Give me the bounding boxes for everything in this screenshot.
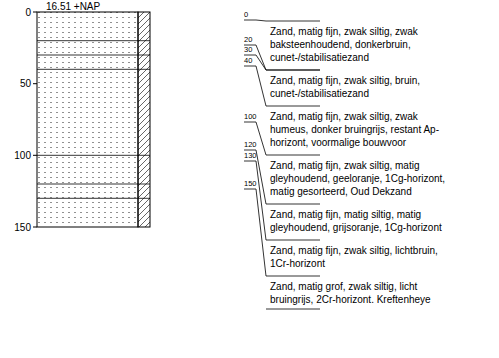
depth-marker: 120 — [244, 141, 257, 149]
description-text: Zand, matig fijn, zwak siltig, bruin, cu… — [270, 74, 448, 100]
description-text: Zand, matig fijn, zwak siltig, matig gle… — [270, 159, 448, 198]
depth-marker: 30 — [244, 46, 252, 54]
sand-column — [37, 12, 138, 227]
depth-marker: 130 — [244, 152, 257, 160]
description-text: Zand, matig fijn, zwak siltig, zwak hume… — [270, 110, 448, 149]
bottom-line — [266, 309, 320, 310]
depth-axis-label: 150 — [14, 222, 31, 233]
depth-marker: 20 — [244, 36, 252, 44]
depth-axis-label: 0 — [25, 7, 31, 18]
axis-ticks — [33, 12, 37, 227]
depth-axis-label: 50 — [20, 78, 31, 89]
depth-marker: 40 — [244, 57, 252, 65]
description-text: Zand, matig fijn, zwak siltig, lichtbrui… — [270, 244, 448, 270]
depth-marker: 150 — [244, 180, 257, 188]
description-text: Zand, matig grof, zwak siltig, licht bru… — [270, 280, 448, 306]
description-text: Zand, matig fijn, matig siltig, matig gl… — [270, 208, 448, 234]
elevation-title: 16.51 +NAP — [46, 1, 100, 12]
layer-boundaries — [37, 41, 150, 199]
depth-marker: 100 — [244, 113, 257, 121]
description-text: Zand, matig fijn, zwak siltig, zwak baks… — [270, 25, 448, 64]
hatched-strip — [138, 12, 150, 227]
depth-marker: 0 — [244, 11, 248, 19]
depth-leader — [244, 20, 320, 21]
depth-axis-label: 100 — [14, 150, 31, 161]
